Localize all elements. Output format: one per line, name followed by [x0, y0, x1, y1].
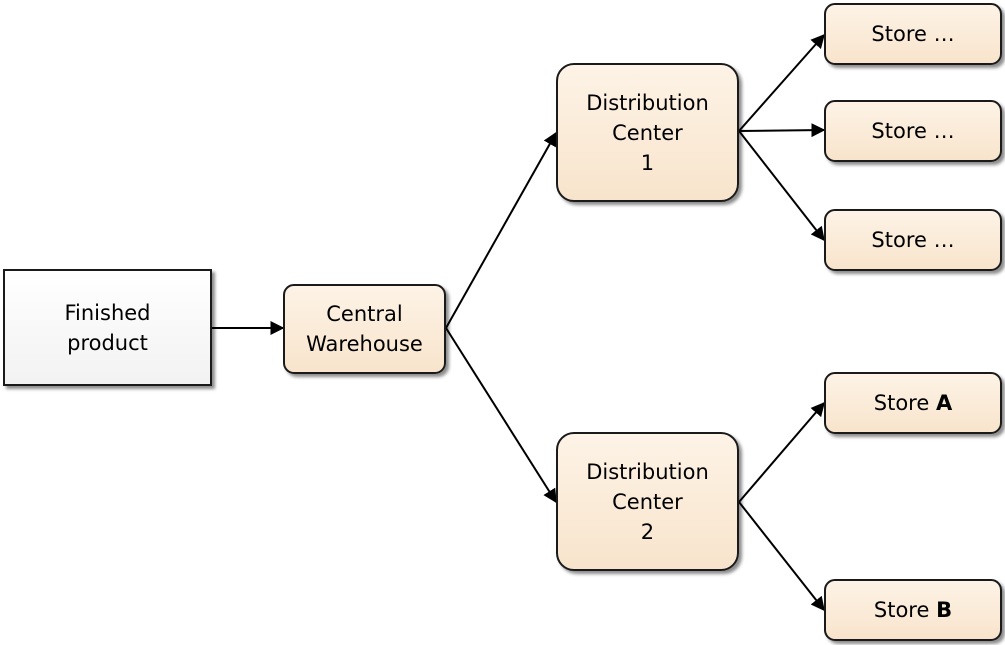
store-3-label: Store … — [871, 228, 955, 252]
central-warehouse-node: Central Warehouse — [283, 284, 446, 374]
arrow-central-warehouse-to-distribution-center-1 — [445, 131, 557, 329]
distribution-center-2-node: Distribution Center 2 — [556, 432, 739, 571]
finished-product-node: Finished product — [3, 269, 212, 386]
central-warehouse-label: Central Warehouse — [306, 302, 423, 356]
store-a-prefix: Store — [873, 391, 936, 415]
store-a-letter: A — [935, 391, 953, 415]
store-1-node: Store … — [824, 3, 1002, 65]
store-a-label: Store A — [874, 388, 952, 418]
store-a-node: Store A — [824, 372, 1002, 434]
distribution-center-1-label: Distribution Center 1 — [586, 90, 709, 175]
store-3-node: Store … — [824, 209, 1002, 271]
store-2-node: Store … — [824, 100, 1002, 162]
arrow-distribution-center-1-to-store-2 — [738, 123, 826, 138]
distribution-center-1-node: Distribution Center 1 — [556, 63, 739, 202]
store-b-prefix: Store — [873, 598, 937, 622]
finished-product-label: Finished product — [64, 300, 151, 355]
store-2-label: Store … — [871, 119, 955, 143]
arrow-central-warehouse-to-distribution-center-2 — [445, 327, 557, 504]
store-b-node: Store B — [824, 579, 1002, 641]
store-b-label: Store B — [874, 595, 952, 625]
store-1-label: Store … — [871, 22, 955, 46]
arrow-distribution-center-1-to-store-1 — [738, 33, 825, 132]
arrow-distribution-center-2-to-store-a — [738, 401, 825, 503]
store-b-letter: B — [936, 598, 953, 622]
arrow-distribution-center-1-to-store-3 — [738, 130, 825, 242]
arrow-distribution-center-2-to-store-b — [738, 501, 825, 612]
distribution-center-2-label: Distribution Center 2 — [586, 459, 709, 544]
